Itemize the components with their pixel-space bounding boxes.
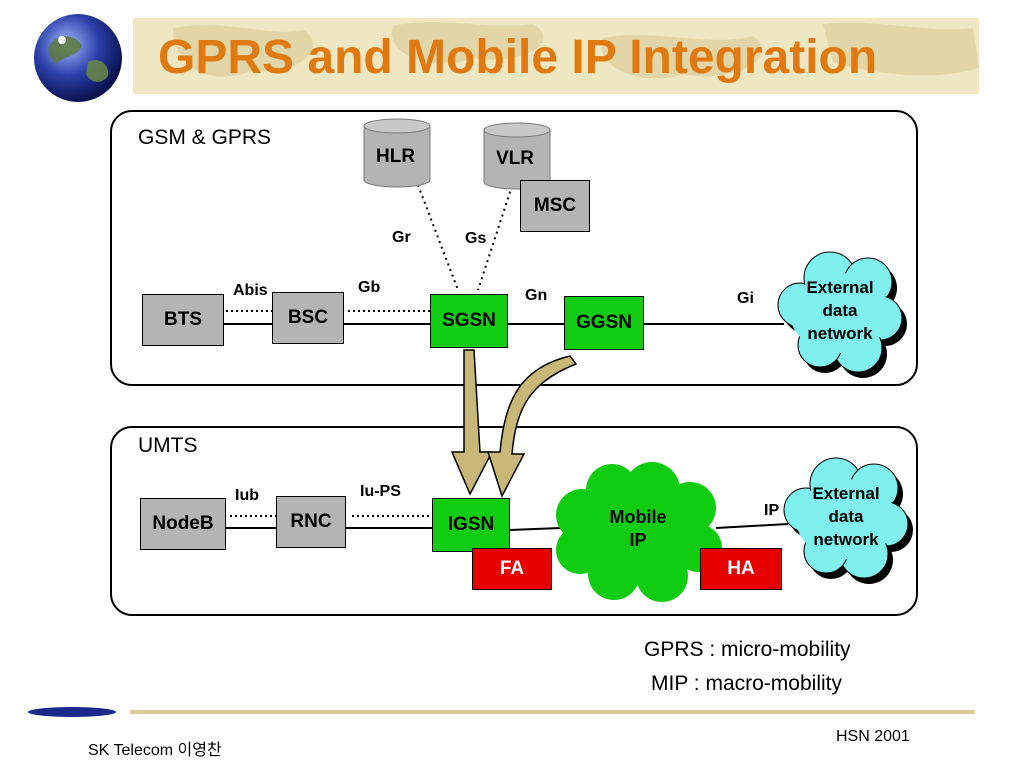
world-map-background [173,22,979,79]
hlr-database-icon [363,118,431,188]
interface-iub-label: Iub [235,487,259,504]
hlr-label: HLR [376,146,416,167]
interface-gr-label: Gr [392,229,411,246]
interface-gb-label: Gb [358,279,381,296]
gsm-gprs-label: GSM & GPRS [138,126,272,149]
umts-label: UMTS [138,434,198,457]
mobile-ip-text: Mobile IP [609,507,667,550]
page-title: GPRS and Mobile IP Integration [158,31,878,84]
vlr-label: VLR [496,148,534,169]
link-igsn-mobileip [509,527,561,531]
mobile-ip-cloud [556,462,722,602]
msc-node: MSC [520,180,590,232]
nodeb-node: NodeB [140,498,226,550]
footer-swoosh-icon [28,707,116,717]
vlr-database-icon [483,122,551,190]
external-network-bottom-text: External data network [812,484,880,549]
interface-abis-label: Abis [233,282,268,299]
rnc-node: RNC [276,496,346,548]
dotted-gr [417,184,459,291]
footer-author: SK Telecom 이영찬 [88,742,222,759]
external-network-cloud-bottom [783,457,913,584]
interface-ip-label: IP [764,502,780,519]
arrow-sgsn-to-igsn-icon [450,349,494,496]
external-network-cloud-top [777,251,907,378]
bsc-node: BSC [272,292,344,344]
igsn-node: IGSN [432,498,510,552]
interface-gn-label: Gn [525,287,548,304]
dotted-gs [477,185,513,291]
interface-gs-label: Gs [465,230,487,247]
title-band [133,18,979,94]
interface-iups-label: Iu-PS [360,483,401,500]
link-mobileip-external [715,523,789,529]
ha-node: HA [700,548,782,590]
note-micro-mobility: GPRS : micro-mobility [644,638,851,661]
globe-icon [34,14,122,102]
ggsn-node: GGSN [564,296,644,350]
fa-node: FA [472,548,552,590]
bts-node: BTS [142,294,224,346]
interface-gi-label: Gi [737,290,754,307]
arrow-ggsn-to-igsn-icon [486,355,578,498]
sgsn-node: SGSN [430,294,508,348]
footer-event: HSN 2001 [836,728,910,745]
note-macro-mobility: MIP : macro-mobility [651,672,842,695]
external-network-top-text: External data network [806,278,874,343]
